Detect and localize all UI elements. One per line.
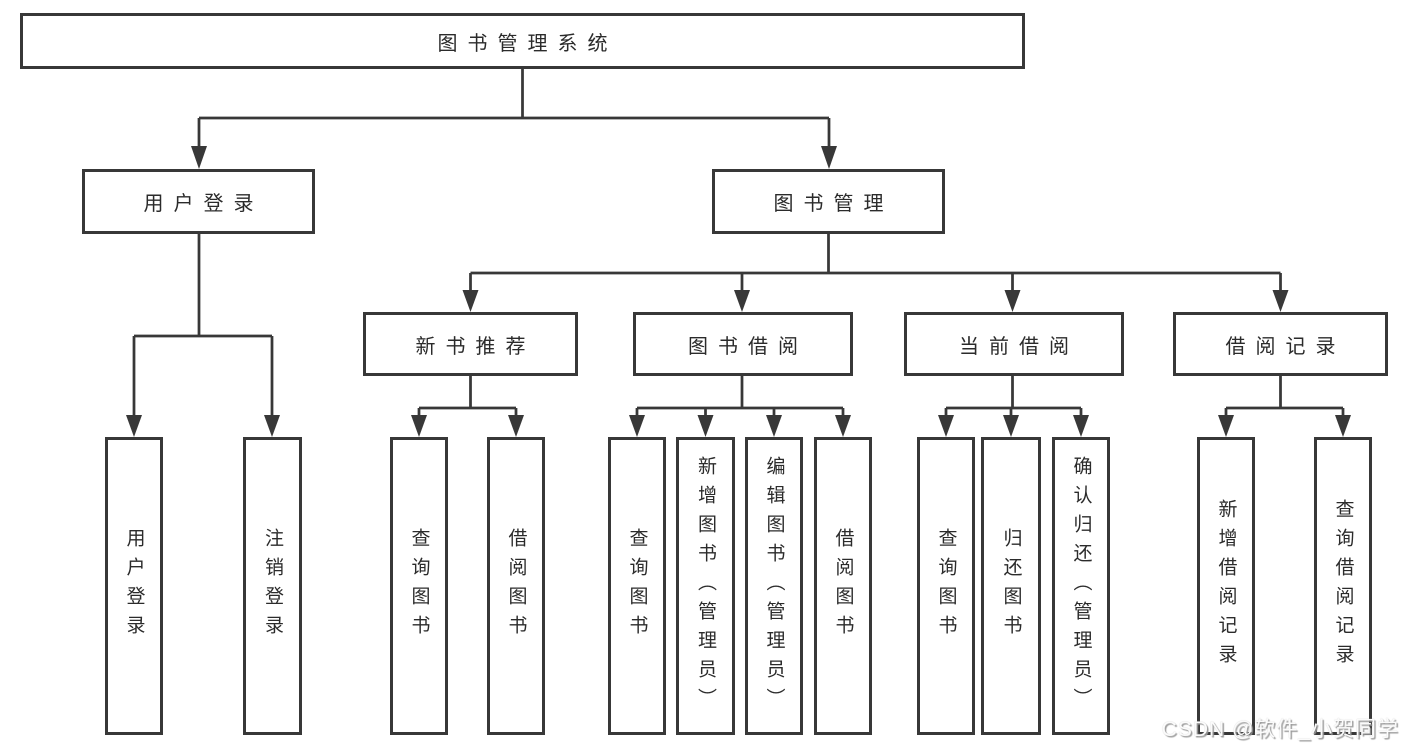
node-leaf-query-books-current: 查询图书 [917, 437, 975, 735]
node-book-management: 图书管理 [712, 169, 945, 234]
node-leaf-add-borrow-record: 新增借阅记录 [1197, 437, 1255, 735]
node-leaf-query-books-borrow: 查询图书 [608, 437, 666, 735]
node-leaf-borrow-books: 借阅图书 [814, 437, 872, 735]
node-leaf-borrow-books-recommend: 借阅图书 [487, 437, 545, 735]
node-leaf-return-books: 归还图书 [981, 437, 1041, 735]
node-leaf-user-login: 用户登录 [105, 437, 163, 735]
connector-borrow-records [1224, 375, 1345, 419]
node-leaf-edit-books-admin: 编辑图书（管理员） [745, 437, 803, 735]
connector-book-borrow [635, 375, 845, 419]
connector-current-borrow [944, 375, 1083, 419]
node-library-management-system: 图书管理系统 [20, 13, 1025, 69]
connector-new-book [417, 375, 518, 419]
node-current-borrowing: 当前借阅 [904, 312, 1124, 376]
node-leaf-query-books-recommend: 查询图书 [390, 437, 448, 735]
node-leaf-confirm-return-admin: 确认归还（管理员） [1052, 437, 1110, 735]
node-leaf-query-borrow-record: 查询借阅记录 [1314, 437, 1372, 735]
connector-root [197, 69, 831, 151]
connector-book-management [469, 233, 1282, 294]
node-book-borrowing: 图书借阅 [633, 312, 853, 376]
csdn-watermark: CSDN @软件_小贺同学 [1161, 718, 1399, 741]
connector-user-login [132, 233, 274, 419]
node-user-login: 用户登录 [82, 169, 315, 234]
node-leaf-add-books-admin: 新增图书（管理员） [676, 437, 735, 735]
node-new-book-recommendation: 新书推荐 [363, 312, 578, 376]
node-borrowing-records: 借阅记录 [1173, 312, 1388, 376]
node-leaf-logout: 注销登录 [243, 437, 302, 735]
